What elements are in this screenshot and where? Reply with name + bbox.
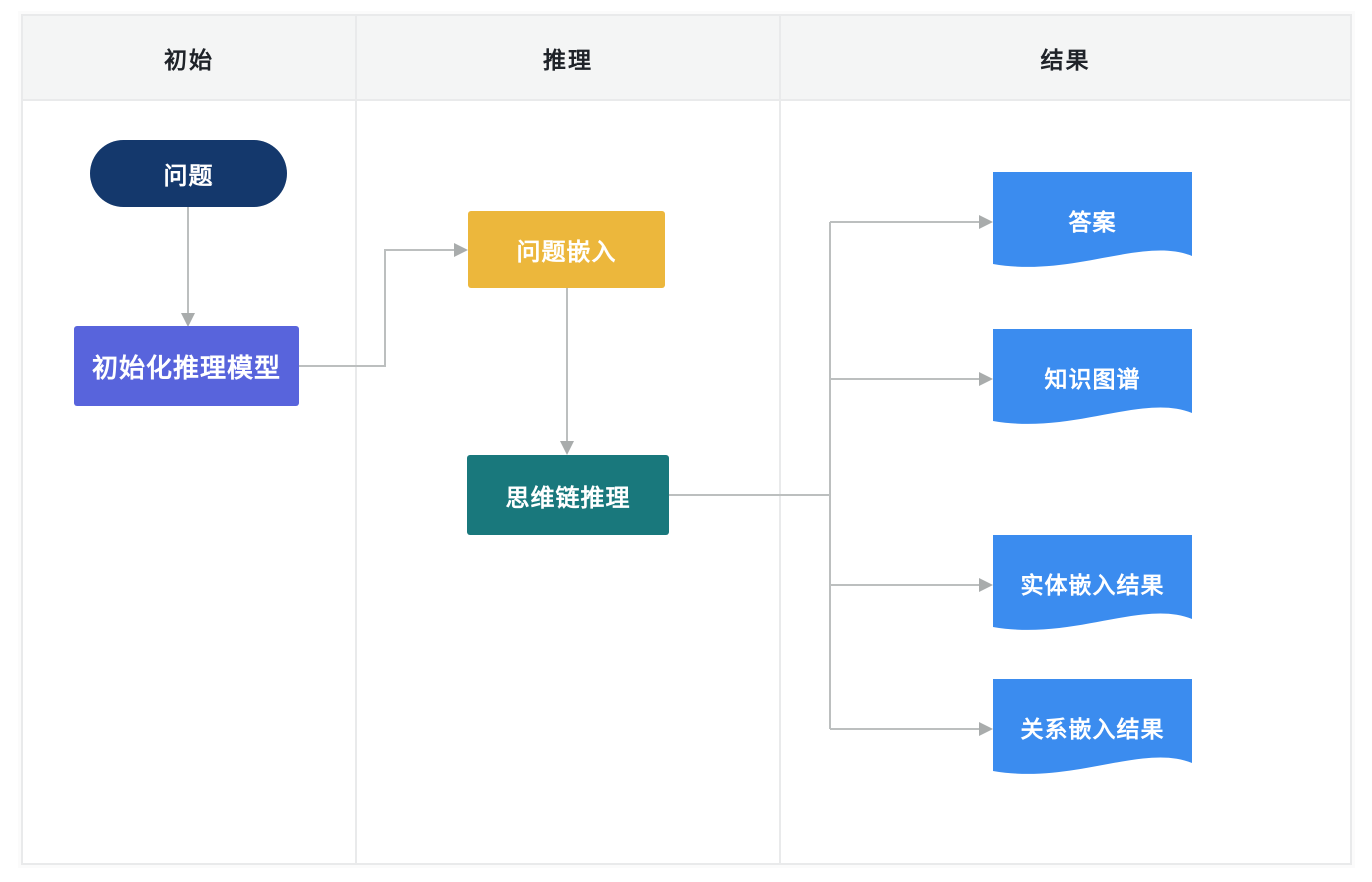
node-label: 关系嵌入结果 <box>1020 716 1165 742</box>
lane-header-result: 结果 <box>781 16 1350 101</box>
lane-title: 结果 <box>1040 46 1091 73</box>
node-cot-reasoning[interactable]: 思维链推理 <box>467 455 669 535</box>
node-label: 思维链推理 <box>505 484 631 512</box>
flowchart-canvas: 初始 推理 结果 <box>21 14 1352 865</box>
node-label: 问题嵌入 <box>516 239 617 266</box>
lane-reasoning: 推理 <box>355 16 779 863</box>
document-shape <box>993 172 1192 267</box>
lane-header-initial: 初始 <box>23 16 355 101</box>
node-label: 问题 <box>163 163 214 190</box>
node-output-answer[interactable]: 答案 <box>993 172 1192 272</box>
node-output-entity-embedding[interactable]: 实体嵌入结果 <box>993 535 1192 635</box>
swimlanes: 初始 推理 结果 <box>23 16 1350 863</box>
node-init-reasoning-model[interactable]: 初始化推理模型 <box>74 326 299 406</box>
node-label: 实体嵌入结果 <box>1020 572 1165 598</box>
document-shape <box>993 329 1192 424</box>
lane-title: 推理 <box>543 46 593 73</box>
lane-title: 初始 <box>164 46 214 73</box>
node-label: 答案 <box>1068 209 1117 235</box>
node-output-knowledge-graph[interactable]: 知识图谱 <box>993 329 1192 429</box>
node-label: 初始化推理模型 <box>91 352 281 383</box>
node-question[interactable]: 问题 <box>90 140 287 207</box>
node-output-relation-embedding[interactable]: 关系嵌入结果 <box>993 679 1192 779</box>
document-shape <box>993 679 1192 774</box>
node-question-embedding[interactable]: 问题嵌入 <box>468 211 665 288</box>
lane-initial: 初始 <box>23 16 355 863</box>
lane-result: 结果 <box>779 16 1350 863</box>
lane-header-reasoning: 推理 <box>357 16 779 101</box>
document-shape <box>993 535 1192 630</box>
node-label: 知识图谱 <box>1044 366 1141 392</box>
